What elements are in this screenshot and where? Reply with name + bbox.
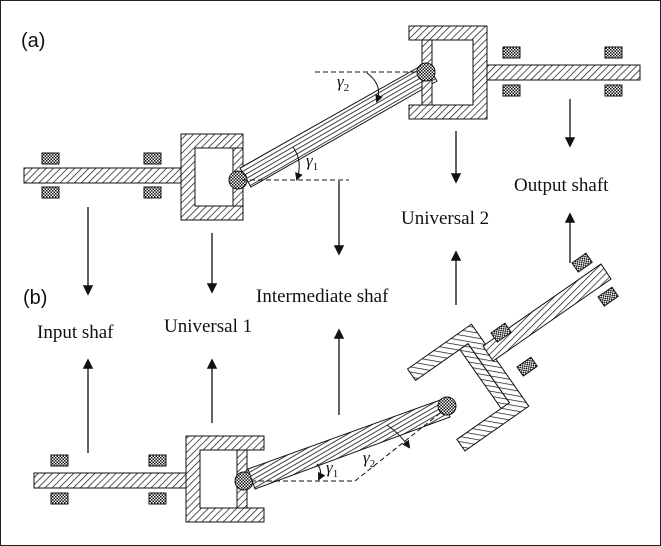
panel-b-mechanism [33, 252, 619, 523]
bearing [502, 84, 521, 97]
label-universal-2: Universal 2 [401, 208, 490, 229]
bearing [490, 322, 512, 343]
angle-gamma1-a: γ1 [306, 151, 318, 173]
bearing [604, 46, 623, 59]
bearing [148, 454, 167, 467]
bearing [571, 252, 593, 273]
bearing [502, 46, 521, 59]
bearing [41, 152, 60, 165]
bearing [516, 356, 538, 377]
bearing [604, 84, 623, 97]
bearing [148, 492, 167, 505]
input-shaft-a [23, 167, 182, 184]
label-input-shaft: Input shaf [37, 322, 114, 343]
bearing [597, 286, 619, 307]
output-shaft-b [482, 263, 612, 362]
label-output-shaft: Output shaft [514, 175, 609, 196]
bearing [143, 186, 162, 199]
panel-label-b: (b) [23, 287, 48, 309]
output-shaft-a [486, 64, 641, 81]
angle-gamma2-a: γ2 [337, 72, 349, 94]
label-intermediate-shaft: Intermediate shaf [256, 286, 389, 307]
angle-gamma1-b: γ1 [326, 458, 338, 480]
bearing [50, 492, 69, 505]
angle-gamma2-b: γ2 [363, 448, 375, 470]
label-universal-1: Universal 1 [164, 316, 253, 337]
panel-label-a: (a) [21, 30, 46, 52]
intermediate-shaft-b [247, 398, 451, 490]
cross-pin-2-b [437, 396, 457, 416]
bearing [143, 152, 162, 165]
cross-pin-2-a [416, 62, 436, 82]
panel-a-mechanism [23, 25, 641, 221]
bearing [50, 454, 69, 467]
input-shaft-b [33, 472, 190, 489]
bearing [41, 186, 60, 199]
universal-1-yoke-a [180, 133, 244, 221]
universal-1-yoke-b [185, 435, 265, 523]
label-arrows [82, 99, 576, 453]
